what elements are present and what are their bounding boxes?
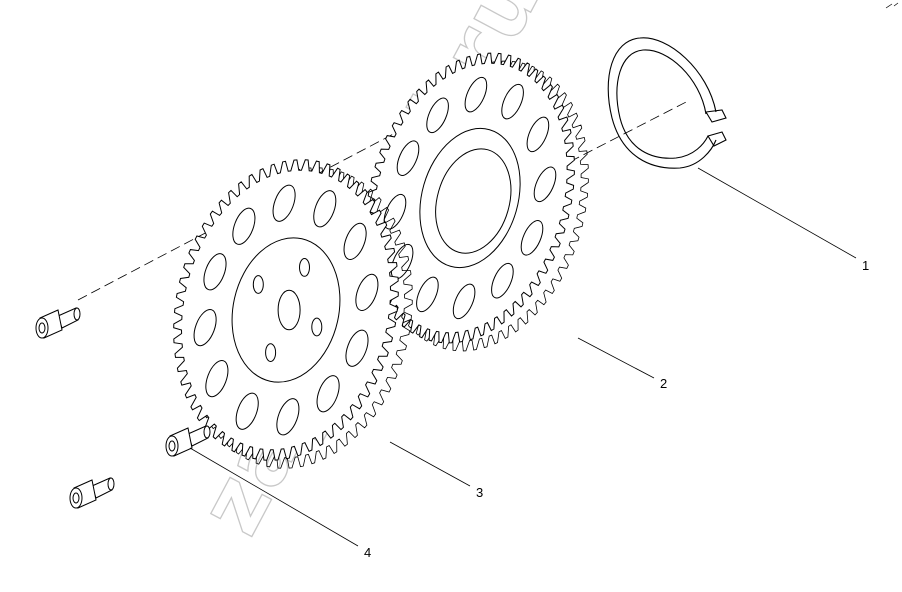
callout-2: 2 bbox=[660, 376, 667, 391]
lightening-hole bbox=[491, 262, 514, 299]
leader-line-2 bbox=[577, 337, 655, 379]
hub-hole bbox=[311, 317, 323, 337]
lightening-hole bbox=[343, 222, 367, 260]
retaining-ring bbox=[607, 37, 727, 169]
lightening-hole bbox=[203, 253, 227, 291]
hub-hole bbox=[277, 289, 301, 331]
upper-assembly-axis bbox=[77, 119, 421, 301]
bolt-tip bbox=[107, 477, 115, 491]
lightening-hole bbox=[416, 276, 439, 313]
lightening-hole bbox=[345, 329, 369, 367]
lightening-hole bbox=[193, 309, 217, 347]
callout-4: 4 bbox=[364, 545, 371, 560]
bolt-socket bbox=[38, 322, 46, 334]
corner-mark bbox=[885, 2, 899, 9]
lightening-hole bbox=[520, 220, 544, 256]
bolt-tip bbox=[203, 425, 211, 439]
rear-gear bbox=[365, 52, 589, 352]
gear-bore bbox=[435, 148, 512, 254]
lightening-hole bbox=[533, 166, 557, 203]
gear-hub bbox=[231, 237, 341, 383]
lightening-hole bbox=[316, 375, 340, 413]
lightening-hole bbox=[426, 97, 449, 134]
lightening-hole bbox=[232, 207, 256, 245]
bolt-socket bbox=[72, 492, 80, 504]
bolt bbox=[69, 477, 115, 509]
hub-hole bbox=[299, 258, 310, 277]
leader-line-4 bbox=[189, 447, 359, 547]
leader-line-3 bbox=[389, 441, 471, 487]
lightening-hole bbox=[272, 184, 296, 222]
leader-line-1 bbox=[697, 167, 857, 259]
callout-1: 1 bbox=[862, 258, 869, 273]
gear-front-face bbox=[365, 52, 575, 344]
front-gear bbox=[173, 159, 413, 469]
hub-hole bbox=[252, 275, 264, 294]
lightening-hole bbox=[313, 190, 337, 228]
lightening-hole bbox=[235, 392, 259, 430]
lightening-hole bbox=[452, 283, 476, 320]
gear-hub bbox=[419, 127, 521, 269]
bolt bbox=[35, 307, 81, 339]
lightening-hole bbox=[276, 398, 300, 436]
lightening-hole bbox=[526, 116, 550, 153]
leader-lines bbox=[189, 167, 857, 547]
lightening-hole bbox=[355, 273, 379, 311]
lightening-hole bbox=[464, 76, 488, 113]
bolt-group bbox=[35, 307, 211, 509]
hub-hole bbox=[265, 343, 277, 363]
callout-3: 3 bbox=[476, 485, 483, 500]
bolt bbox=[165, 425, 211, 457]
bolt-tip bbox=[73, 307, 81, 321]
lightening-hole bbox=[205, 360, 229, 398]
bolt-socket bbox=[168, 440, 176, 452]
lightening-hole bbox=[501, 83, 524, 120]
gear-front-face bbox=[173, 159, 399, 461]
lightening-hole bbox=[396, 140, 420, 176]
